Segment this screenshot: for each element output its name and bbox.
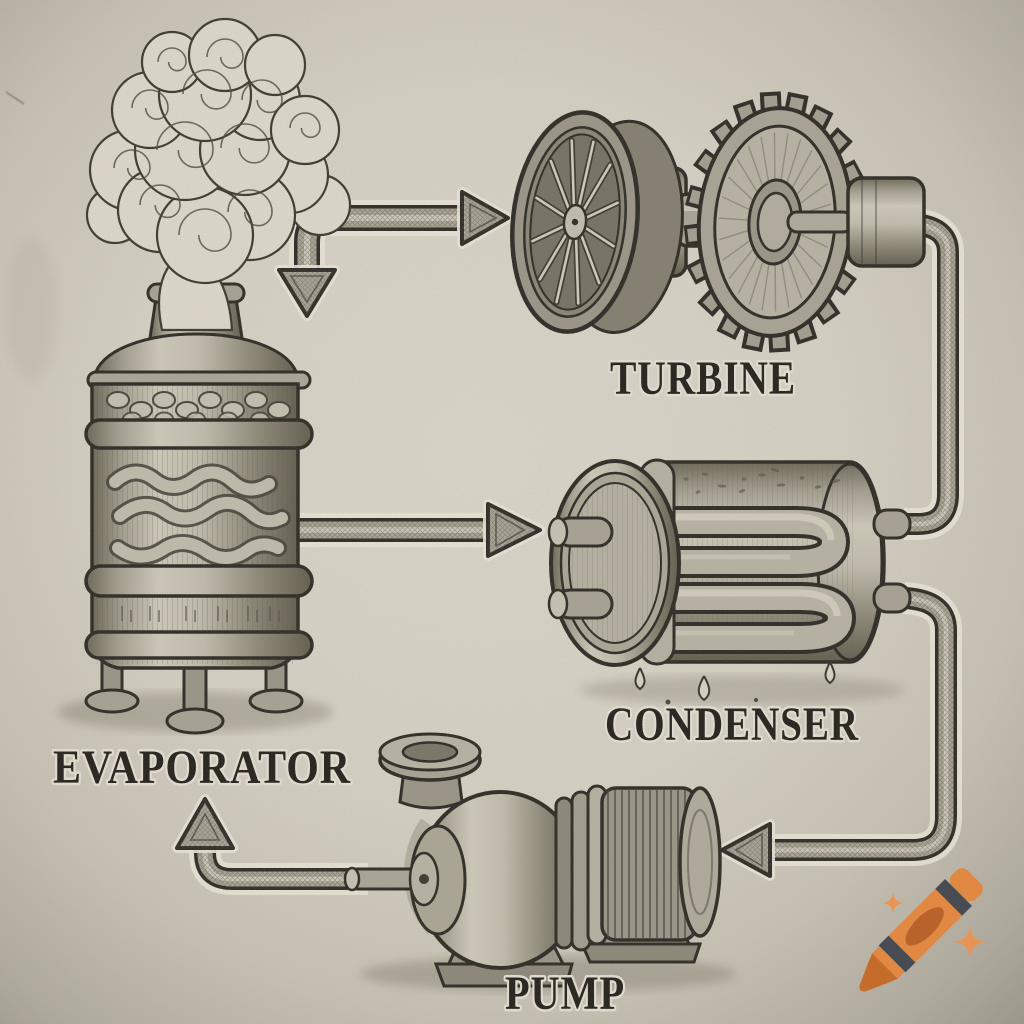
pump-hub-nut: [419, 874, 429, 884]
evaporator-band-lower: [84, 564, 314, 598]
pump-shaft-cap: [343, 866, 361, 892]
label-condenser: CONDENSER: [605, 698, 859, 751]
gear-axle-stub: [786, 210, 854, 234]
paper-smudge: [6, 238, 58, 382]
evaporator: [84, 282, 314, 735]
pump-mid-rings: [554, 784, 608, 952]
label-evaporator: EVAPORATOR: [53, 741, 351, 794]
turbine-coupling-right: [846, 176, 926, 268]
evaporator-band-upper: [84, 418, 314, 450]
label-pump: PUMP: [505, 967, 625, 1020]
evaporator-bottom-rim: [84, 630, 314, 660]
label-turbine: TURBINE: [610, 352, 796, 405]
